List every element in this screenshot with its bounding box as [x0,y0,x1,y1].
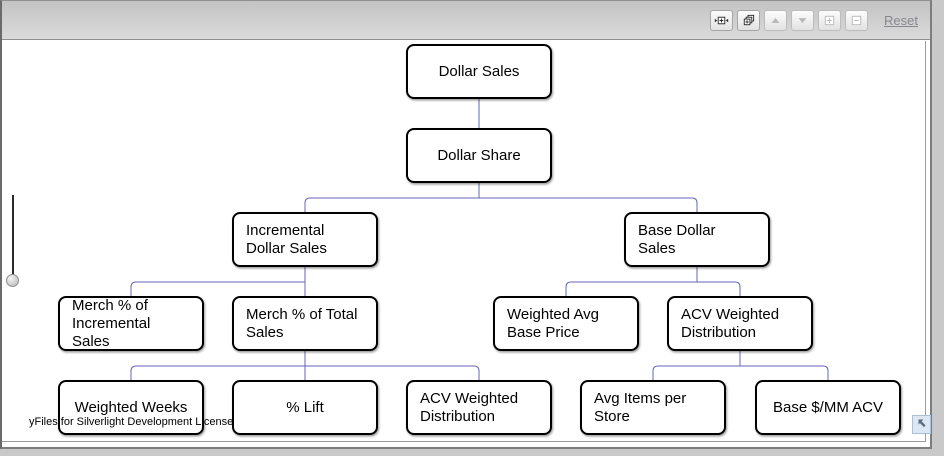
toolbar-button-group: Reset [710,10,918,31]
node-label: Avg Items per Store [594,389,687,425]
node-label: Base $/MM ACV [772,398,884,416]
node-label: Dollar Share [437,146,521,164]
node-label: ACV Weighted Distribution [681,305,780,341]
node-acv-weighted-dist-lift[interactable]: ACV Weighted Distribution [406,380,552,435]
fit-width-button[interactable] [710,10,734,31]
node-base-dollar-mm-acv[interactable]: Base $/MM ACV [755,380,901,435]
node-weighted-weeks[interactable]: Weighted Weeks [58,380,204,435]
node-label: Dollar Sales [438,62,520,80]
up-arrow-icon [768,13,783,28]
node-dollar-share[interactable]: Dollar Share [406,128,552,183]
node-acv-weighted-dist-base[interactable]: ACV Weighted Distribution [667,296,813,351]
zoom-in-button[interactable] [818,10,842,31]
pan-origin-button[interactable] [912,415,931,434]
fit-content-button[interactable] [737,10,761,31]
nw-arrow-icon [916,417,928,432]
zoom-out-button[interactable] [845,10,869,31]
toolbar: Reset [2,1,930,40]
license-watermark: yFiles for Silverlight Development Licen… [29,416,234,428]
fit-width-icon [714,13,729,28]
toolbar-buttons [710,10,869,31]
node-pct-lift[interactable]: % Lift [232,380,378,435]
node-incremental-dollar-sales[interactable]: Incremental Dollar Sales [232,212,378,267]
node-label: Merch % of Incremental Sales [72,296,151,350]
node-label: ACV Weighted Distribution [420,389,519,425]
minus-box-icon [849,13,864,28]
move-down-button[interactable] [791,10,815,31]
zoom-slider-thumb[interactable] [6,274,19,287]
node-avg-items-per-store[interactable]: Avg Items per Store [580,380,726,435]
node-label: Base Dollar Sales [638,221,716,257]
down-arrow-icon [795,13,810,28]
plus-box-icon [822,13,837,28]
fit-content-icon [741,13,756,28]
node-merch-pct-incremental[interactable]: Merch % of Incremental Sales [58,296,204,351]
reset-link[interactable]: Reset [884,13,918,28]
move-up-button[interactable] [764,10,788,31]
node-label: Merch % of Total Sales [246,305,358,341]
node-label: Weighted Weeks [74,398,188,416]
node-base-dollar-sales[interactable]: Base Dollar Sales [624,212,770,267]
node-dollar-sales[interactable]: Dollar Sales [406,44,552,99]
node-label: % Lift [286,398,324,416]
zoom-slider-track[interactable] [12,195,14,280]
node-label: Incremental Dollar Sales [246,221,327,257]
node-label: Weighted Avg Base Price [507,305,600,341]
node-merch-pct-total[interactable]: Merch % of Total Sales [232,296,378,351]
node-weighted-avg-base-price[interactable]: Weighted Avg Base Price [493,296,639,351]
